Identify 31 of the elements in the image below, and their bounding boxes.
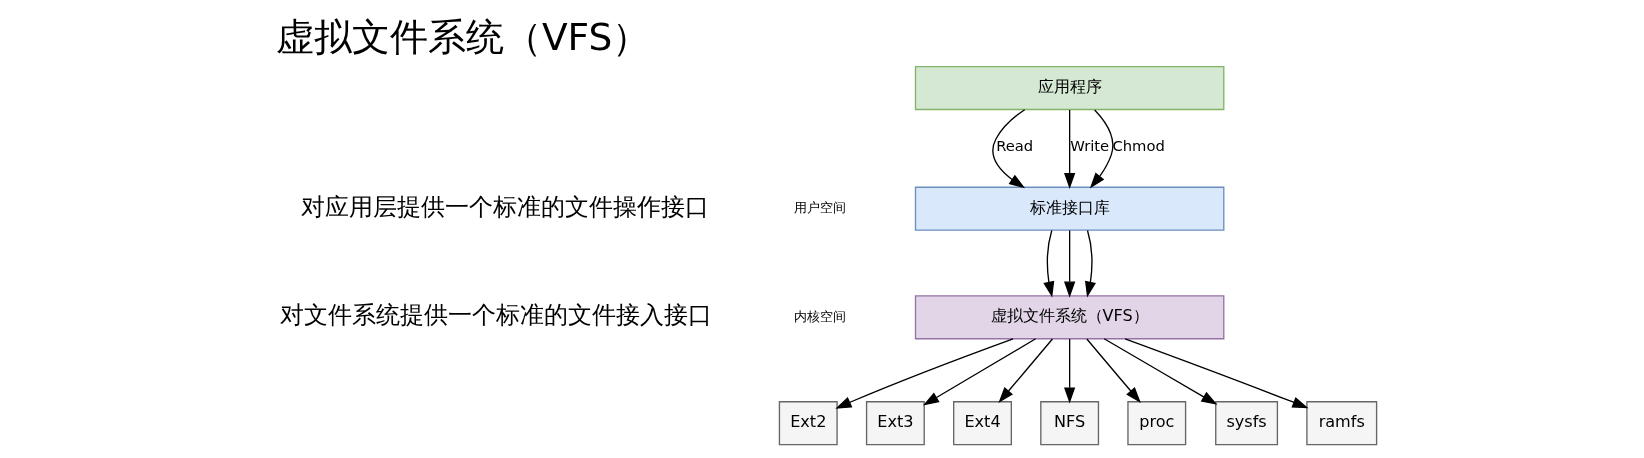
arrow <box>1124 337 1309 408</box>
edge-label: Write <box>1070 136 1110 154</box>
arrow <box>1103 337 1218 405</box>
node-box: 标准接口库 <box>914 186 1225 231</box>
node-box: sysfs <box>1215 400 1279 445</box>
node-box: proc <box>1127 400 1187 445</box>
node-box: ramfs <box>1306 400 1378 445</box>
arrow <box>1085 229 1096 298</box>
node-box: 虚拟文件系统（VFS） <box>914 294 1225 339</box>
arrow <box>1086 337 1141 403</box>
diagram-title: 虚拟文件系统（VFS） <box>275 14 651 59</box>
node-box: 应用程序 <box>914 65 1225 110</box>
node-box: Ext2 <box>778 400 838 445</box>
label: 对应用层提供一个标准的文件操作接口 <box>301 192 710 221</box>
arrow <box>1064 337 1076 404</box>
node-box: NFS <box>1040 400 1100 445</box>
node-box: Ext3 <box>865 400 925 445</box>
arrow <box>922 337 1037 406</box>
arrow <box>992 108 1026 188</box>
arrow <box>998 337 1054 403</box>
arrow <box>1064 108 1076 189</box>
arrow <box>1064 229 1076 298</box>
label: 用户空间 <box>794 199 847 215</box>
edge-label: Chmod <box>1112 136 1165 154</box>
arrow <box>835 337 1014 409</box>
edge-label: Read <box>996 136 1034 154</box>
arrow <box>1043 229 1055 298</box>
node-box: Ext4 <box>953 400 1012 445</box>
arrow <box>1089 108 1114 189</box>
label: 对文件系统提供一个标准的文件接入接口 <box>279 300 712 329</box>
label: 内核空间 <box>794 308 847 324</box>
